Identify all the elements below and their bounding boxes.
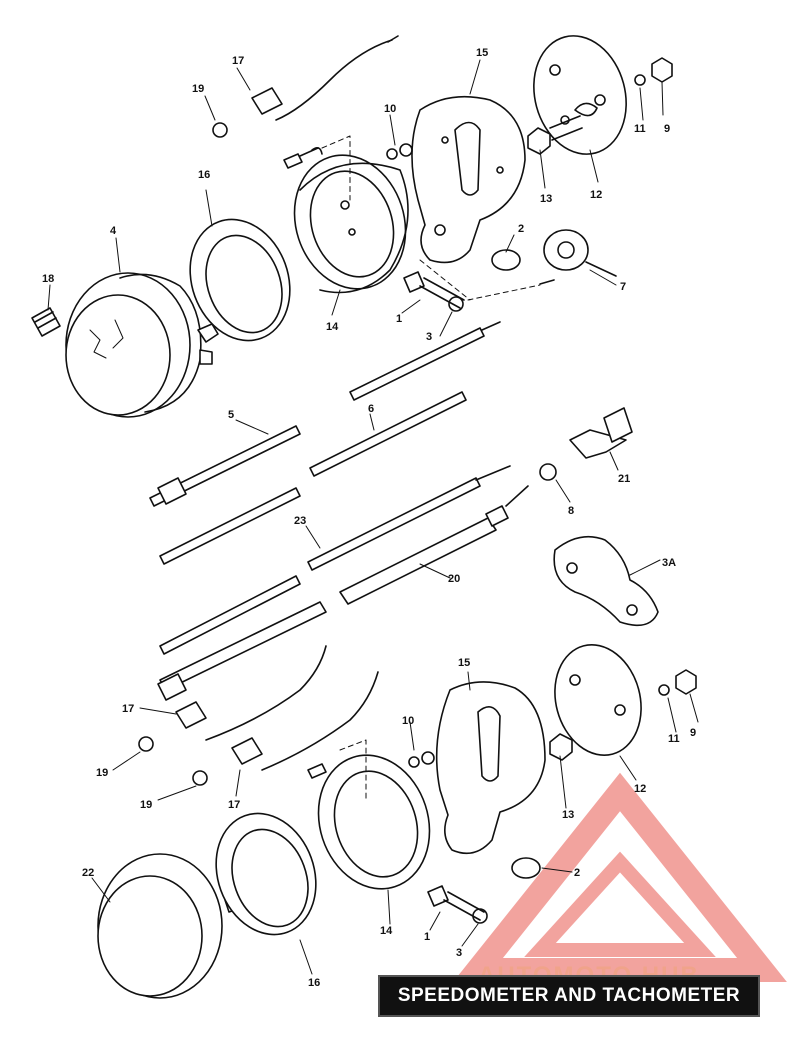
washer [399,143,413,157]
callout-15: 15 [476,47,488,59]
lock-washer [634,74,646,86]
leader-lines [47,59,699,975]
callout-6: 6 [368,403,374,415]
callout-21: 21 [618,473,630,485]
adjuster-nut [549,733,573,761]
gasket [553,535,659,627]
callout-1: 1 [396,313,402,325]
screw [307,763,327,779]
washer [448,296,464,312]
tachometer-head [97,853,242,999]
screw [283,147,319,169]
callout-19: 19 [192,83,204,95]
grommet [491,249,521,271]
callout-22: 22 [82,867,94,879]
cable-3 [349,321,501,401]
cable-lower-2 [157,575,327,701]
callout-10: 10 [384,103,396,115]
callout-3: 3 [456,947,462,959]
callout-20: 20 [448,573,460,585]
callout-16: 16 [198,169,210,181]
callout-19: 19 [140,799,152,811]
callout-8: 8 [568,505,574,517]
mounting-screw [403,271,465,309]
speedometer-head [65,272,219,418]
callout-17: 17 [122,703,134,715]
lens-ring [215,812,317,936]
callout-12: 12 [634,783,646,795]
speedometer-drive [569,407,633,459]
callout-14: 14 [326,321,339,333]
watermark-logo [453,772,787,982]
callout-23: 23 [294,515,306,527]
bulb-socket [31,307,61,337]
callout-9: 9 [690,727,696,739]
callout-13: 13 [540,193,552,205]
callout-13: 13 [562,809,574,821]
lamp-socket-wire [175,645,379,771]
callout-5: 5 [228,409,234,421]
adjuster-nut [527,115,583,155]
callout-15: 15 [458,657,470,669]
caption-box: SPEEDOMETER AND TACHOMETER [378,975,760,1017]
callout-4: 4 [110,225,117,237]
washer [408,756,420,768]
mounting-bracket [411,95,526,264]
callout-17: 17 [228,799,240,811]
cable-lower [159,487,301,565]
callout-3a: 3A [662,557,676,569]
lock-washer [658,684,670,696]
o-ring [539,463,557,481]
cable-23 [307,465,511,571]
callout-1: 1 [424,931,430,943]
callout-11: 11 [668,733,680,745]
callout-10: 10 [402,715,414,727]
callout-2: 2 [518,223,524,235]
callout-12: 12 [590,189,602,201]
housing-cup [317,754,431,890]
callout-3: 3 [426,331,432,343]
callout-labels: 17 19 15 10 11 9 13 12 16 4 18 14 2 7 1 … [42,47,696,989]
washer [421,751,435,765]
clip [311,146,323,155]
lens-ring [189,218,291,342]
callout-9: 9 [664,123,670,135]
mounting-screw [427,885,485,921]
nut [651,57,673,83]
back-plate [554,644,642,756]
drive-unit [539,229,617,285]
dashed-leader [419,259,541,301]
bulb [192,770,208,786]
washer [472,908,488,924]
diagram-title: SPEEDOMETER AND TACHOMETER [397,985,741,1006]
callout-18: 18 [42,273,54,285]
callout-11: 11 [634,123,646,135]
callout-7: 7 [620,281,626,293]
dashed-leader [339,739,367,801]
lamp-socket-wire [251,35,399,121]
cable-20 [339,485,529,605]
bulb [138,736,154,752]
callout-17: 17 [232,55,244,67]
callout-14: 14 [380,925,393,937]
cable-6 [309,391,467,477]
callout-19: 19 [96,767,108,779]
dashed-leader [321,135,351,201]
nut [675,669,697,695]
grommet [511,857,541,879]
washer [386,148,398,160]
housing-cup [293,154,409,294]
callout-16: 16 [308,977,320,989]
callout-2: 2 [574,867,580,879]
bulb [212,122,228,138]
mounting-bracket [435,681,546,855]
cable-5 [149,425,301,507]
